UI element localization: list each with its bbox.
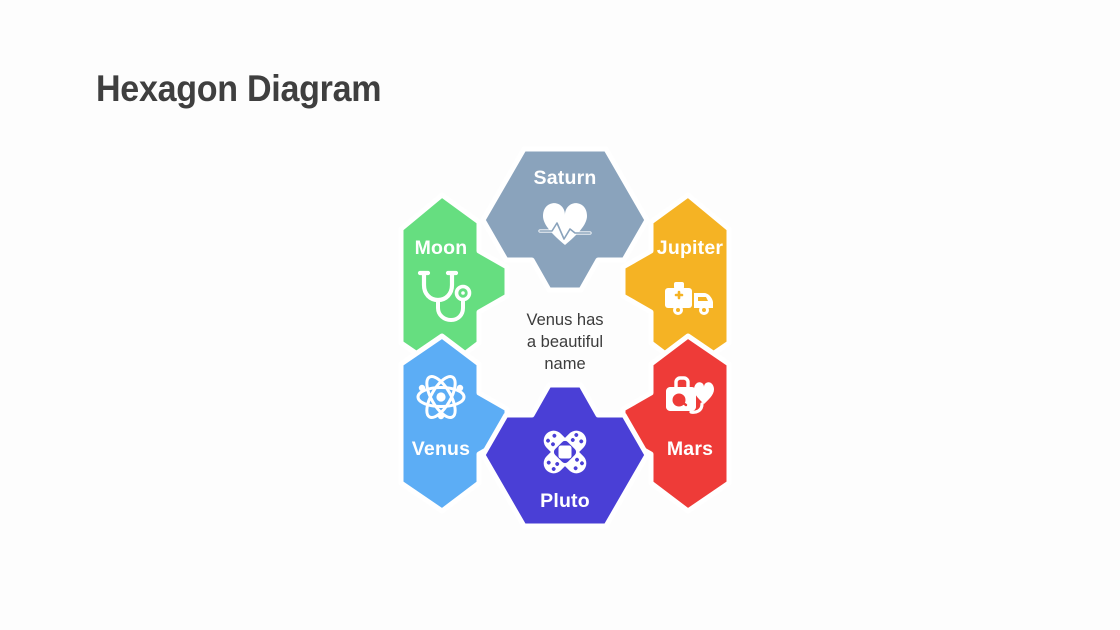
hexagon-jupiter-label: Jupiter [657,237,724,259]
center-caption-line1: Venus has [526,311,603,329]
hexagon-saturn[interactable]: Saturn [480,146,650,293]
hexagon-mars-label: Mars [667,438,713,460]
hexagon-pluto-label: Pluto [540,490,590,512]
center-caption: Venus has a beautiful name [526,311,603,373]
hexagon-mars-shape [620,333,732,514]
hexagon-pluto[interactable]: Pluto [480,382,650,529]
hexagon-venus-shape [398,333,510,514]
center-caption-line2: a beautiful [527,333,603,351]
hexagon-saturn-label: Saturn [534,167,597,189]
hexagon-moon-label: Moon [415,237,468,259]
center-caption-line3: name [544,355,585,373]
hexagon-venus[interactable]: Venus [398,333,510,514]
hexagon-venus-label: Venus [412,438,470,460]
hexagon-mars[interactable]: Mars [620,333,732,514]
page-title: Hexagon Diagram [96,68,382,109]
hexagon-diagram: Saturn Moon Jupiter [340,112,790,562]
